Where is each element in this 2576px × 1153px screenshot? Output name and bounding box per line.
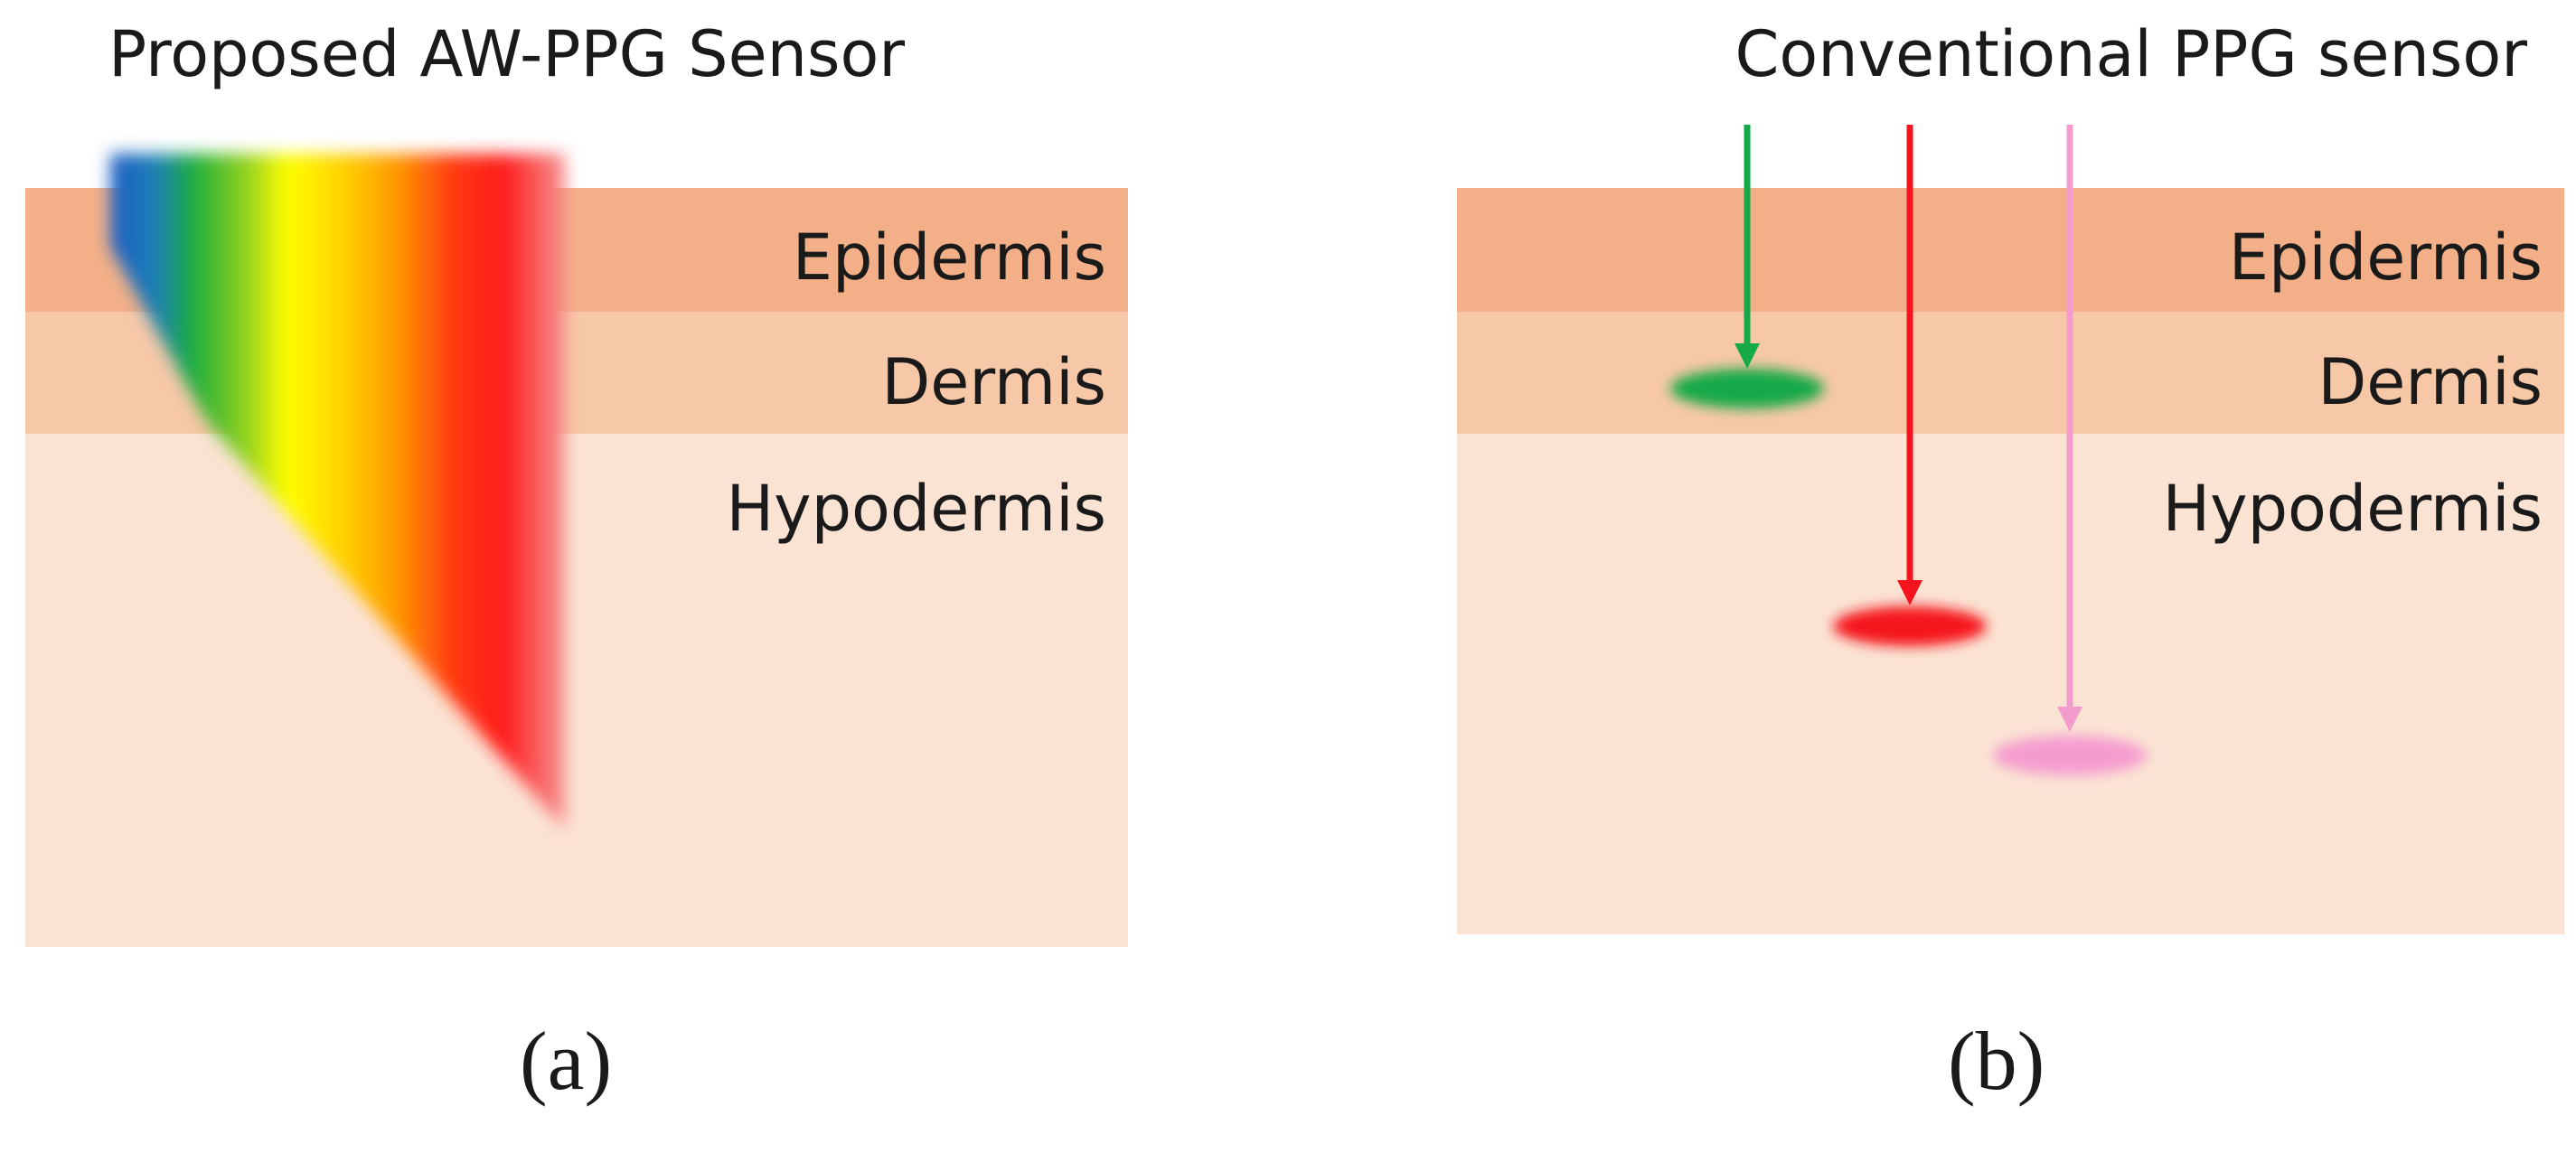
panel-b-title: Conventional PPG sensor: [1735, 17, 2527, 91]
hypodermis-layer: [1457, 434, 2564, 934]
red-arrowhead-icon: [1897, 580, 1923, 605]
panel-b-skin-diagram: Epidermis Dermis Hypodermis: [1457, 188, 2564, 934]
green-absorption-spot: [1670, 369, 1824, 408]
epidermis-label: Epidermis: [792, 220, 1106, 295]
panel-a-caption: (a): [520, 1015, 613, 1107]
panel-b: Conventional PPG sensor Epidermis Dermis…: [1428, 0, 2576, 1153]
pink-absorption-spot: [1993, 736, 2147, 775]
dermis-label: Dermis: [881, 345, 1106, 419]
dermis-layer: [1457, 312, 2564, 434]
green-arrowhead-icon: [1735, 343, 1760, 369]
hypodermis-label: Hypodermis: [2162, 472, 2543, 546]
epidermis-layer: [1457, 188, 2564, 312]
dermis-label: Dermis: [2317, 345, 2543, 419]
panel-a-title: Proposed AW-PPG Sensor: [108, 17, 906, 91]
hypodermis-label: Hypodermis: [726, 472, 1106, 546]
spectrum-light-beam: [110, 154, 565, 830]
hypodermis-layer: [25, 434, 1128, 947]
panel-a: Proposed AW-PPG Sensor Epidermis Dermis …: [0, 0, 1175, 1153]
panel-b-caption: (b): [1948, 1015, 2045, 1107]
pink-arrowhead-icon: [2057, 707, 2082, 732]
spectrum-beam: [110, 154, 565, 830]
conventional-light-paths: [1670, 125, 2147, 775]
panel-a-skin-diagram: Epidermis Dermis Hypodermis: [25, 188, 1128, 947]
red-absorption-spot: [1833, 606, 1987, 646]
epidermis-label: Epidermis: [2228, 220, 2543, 295]
